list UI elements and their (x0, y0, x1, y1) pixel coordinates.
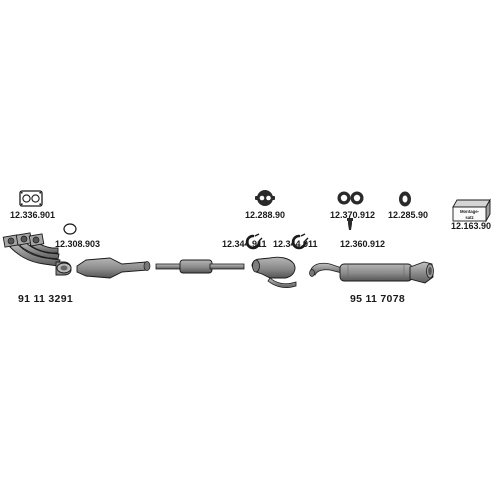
label-ring-gasket: 12.308.903 (55, 239, 101, 249)
mounting-kit-box-icon: Montage- satz (452, 198, 491, 223)
bolt-icon (347, 218, 353, 230)
rubber-ring-icon (399, 191, 411, 207)
label-mounting-kit: 12.163.90 (451, 221, 492, 231)
mount-pair-icon (337, 191, 364, 205)
label-front-assembly: 91 11 3291 (18, 293, 73, 305)
clamp-left-icon (245, 233, 263, 250)
kit-box-line1: Montage- (460, 209, 480, 214)
rear-silencer-icon (309, 261, 434, 284)
label-manifold-gasket: 12.336.901 (10, 210, 56, 220)
label-bolt: 12.360.912 (340, 239, 386, 249)
kit-box-line2: satz (465, 215, 473, 220)
centre-silencer-icon (155, 259, 245, 274)
manifold-gasket-icon (19, 190, 43, 207)
label-mount-pair: 12.370.912 (330, 210, 376, 220)
catalytic-converter-icon (76, 257, 151, 279)
label-rubber-mount: 12.288.90 (245, 210, 286, 220)
intermediate-silencer-icon (251, 256, 297, 289)
label-rear-assembly: 95 11 7078 (350, 293, 405, 305)
rubber-mount-icon (255, 190, 275, 206)
front-manifold-pipe-icon (2, 232, 72, 276)
ring-gasket-icon (63, 223, 77, 235)
label-rubber-ring: 12.285.90 (388, 210, 429, 220)
label-clamp-left: 12.344.911 (222, 239, 267, 249)
label-clamp-right: 12.344.911 (273, 239, 318, 249)
clamp-right-icon (291, 233, 309, 250)
